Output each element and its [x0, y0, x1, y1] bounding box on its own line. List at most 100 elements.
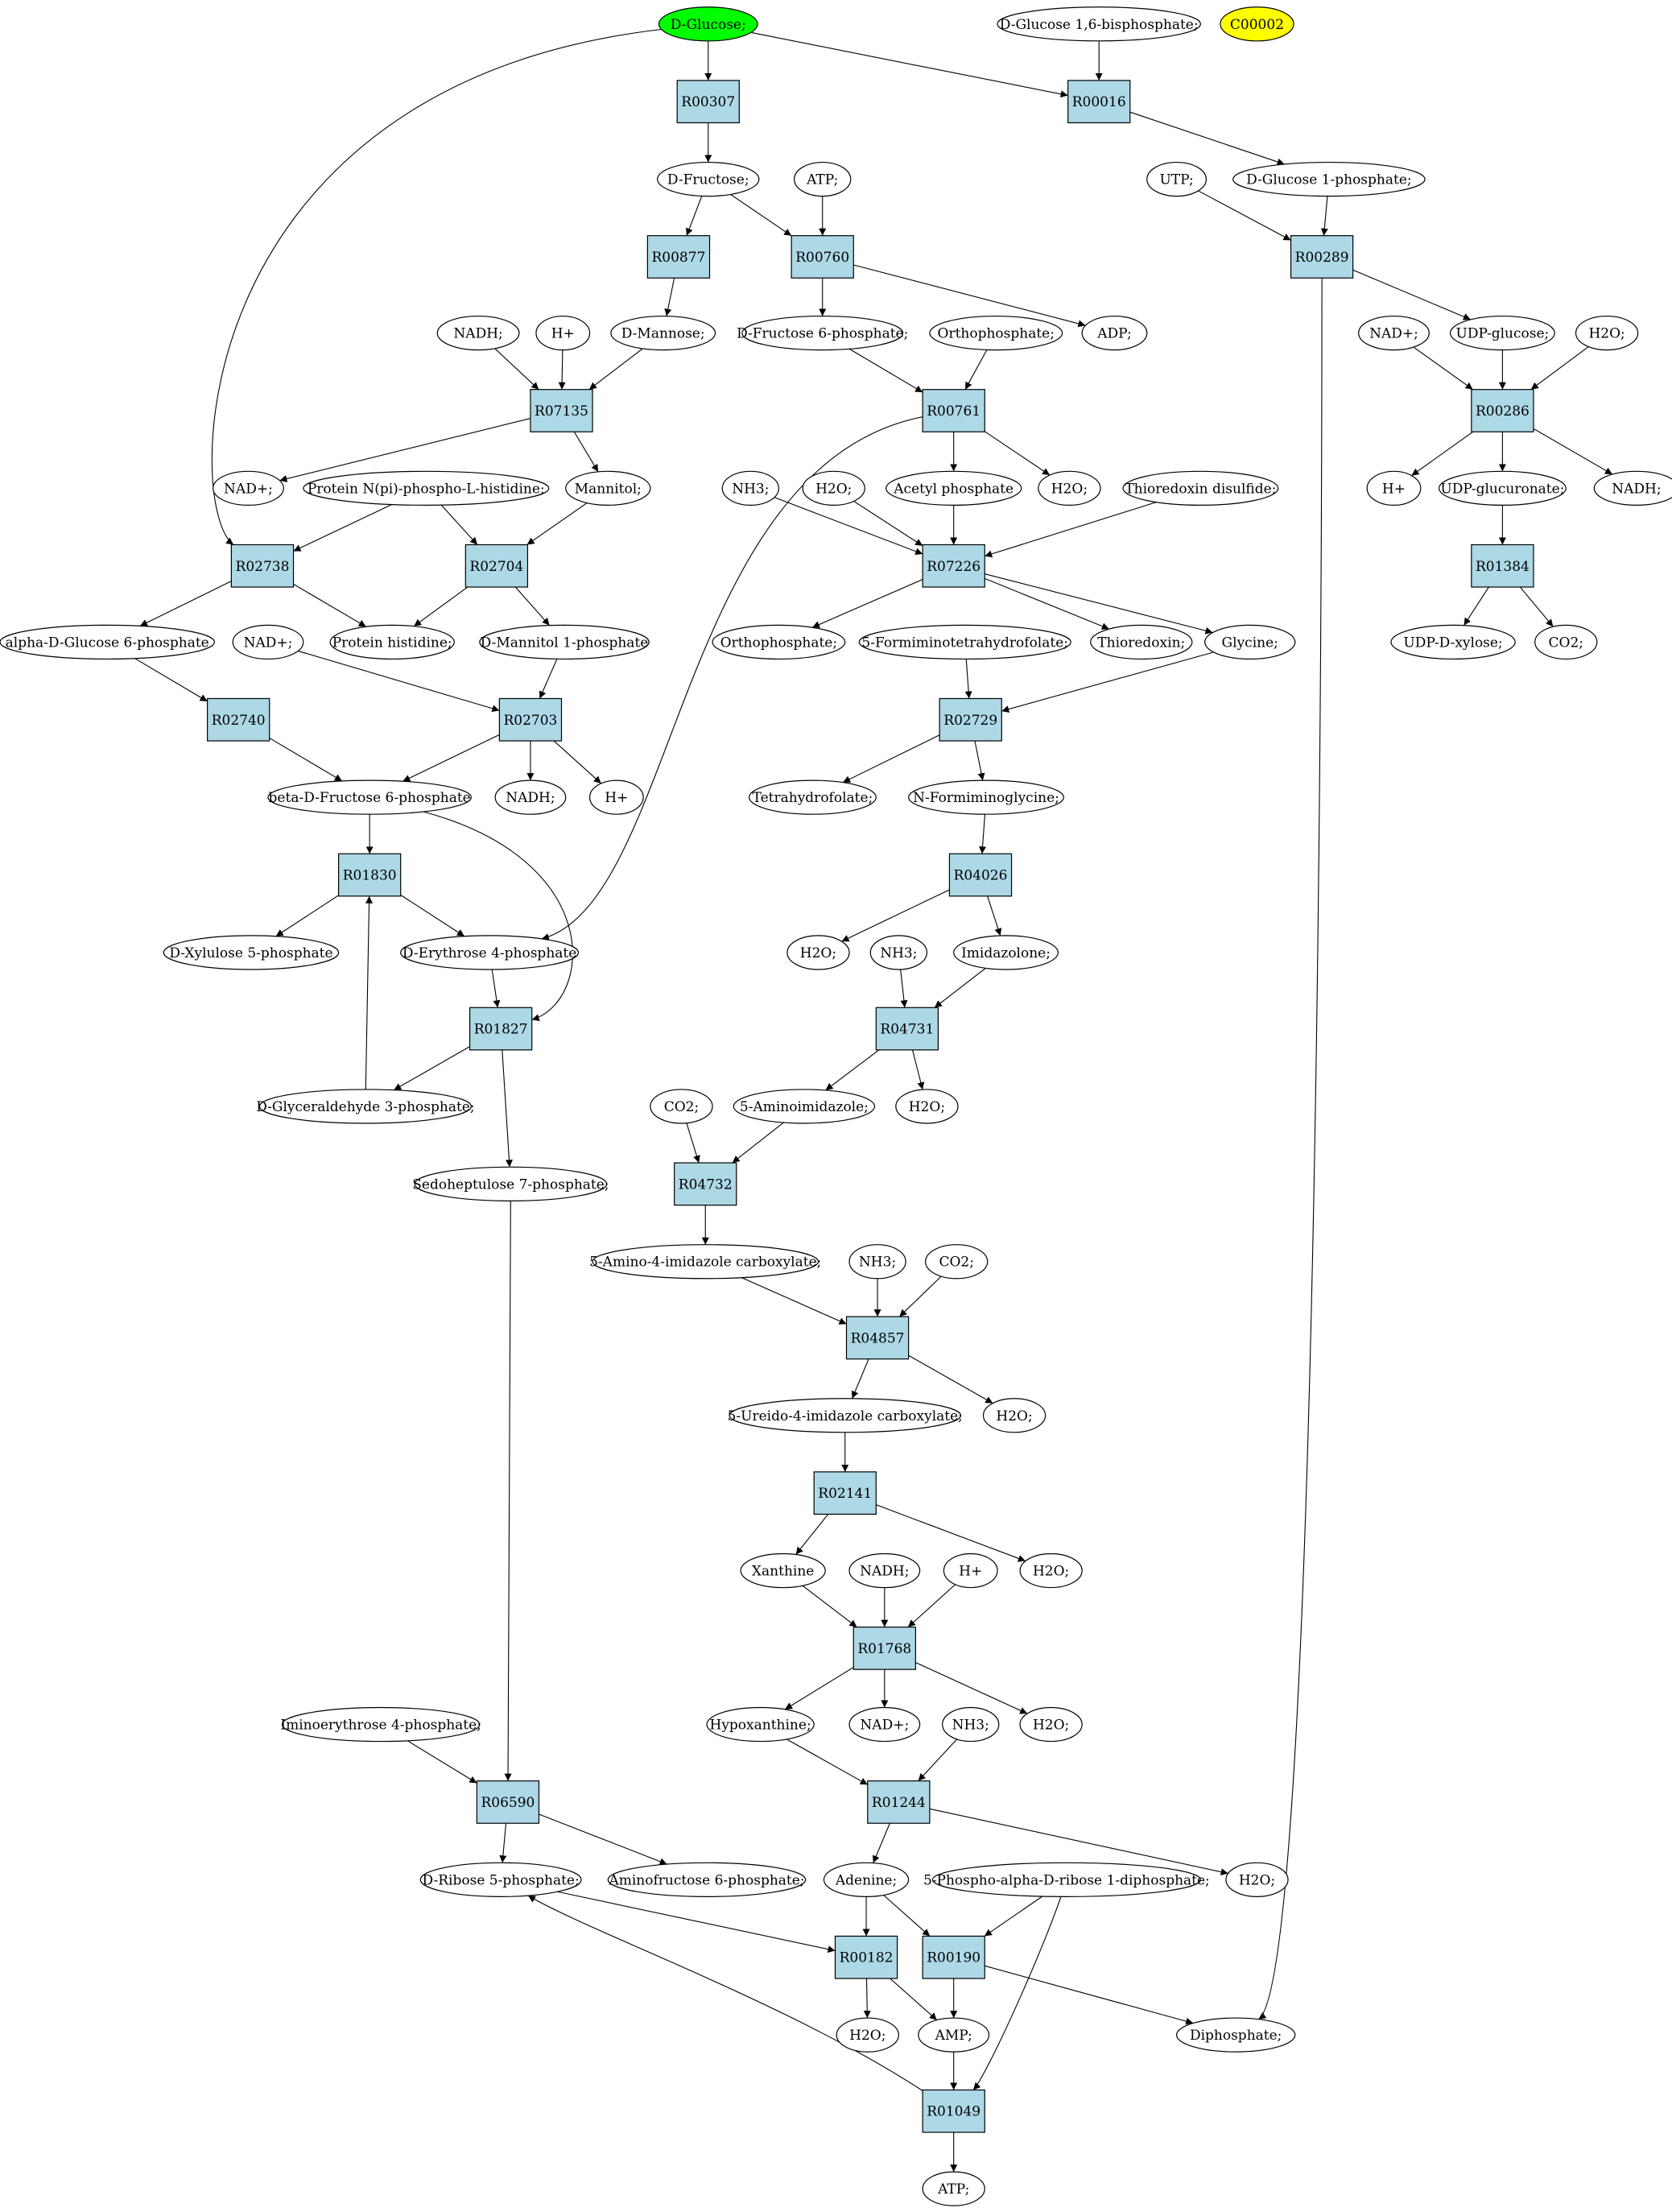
reaction-node-R01244[interactable]: R01244 [867, 1780, 931, 1824]
reaction-node-R00761[interactable]: R00761 [922, 389, 985, 432]
compound-node-man[interactable]: D-Mannose; [610, 315, 716, 351]
compound-node-pi1[interactable]: Orthophosphate; [929, 315, 1063, 351]
reaction-node-R02738[interactable]: R02738 [230, 544, 295, 588]
reaction-node-R04732[interactable]: R04732 [674, 1162, 737, 1206]
reaction-node-R07135[interactable]: R07135 [530, 389, 593, 432]
compound-node-hplus3[interactable]: H+ [588, 779, 644, 815]
compound-node-bf6p[interactable]: beta-D-Fructose 6-phosphate [267, 779, 472, 815]
reaction-node-R06590[interactable]: R06590 [476, 1780, 540, 1824]
reaction-node-R00760[interactable]: R00760 [791, 235, 854, 279]
compound-node-trx[interactable]: Thioredoxin; [1090, 624, 1193, 660]
reaction-node-R00182[interactable]: R00182 [834, 1935, 898, 1979]
compound-node-udpglc[interactable]: UDP-glucose; [1449, 315, 1555, 351]
compound-node-atp1[interactable]: ATP; [794, 161, 852, 197]
reaction-node-R01768[interactable]: R01768 [853, 1627, 916, 1670]
compound-node-trxss[interactable]: Thioredoxin disulfide; [1122, 470, 1279, 506]
compound-node-glc16bp[interactable]: D-Glucose 1,6-bisphosphate; [997, 6, 1201, 42]
reaction-node-R02729[interactable]: R02729 [939, 697, 1002, 742]
compound-node-h2o7[interactable]: H2O; [1019, 1553, 1083, 1589]
compound-node-prpp[interactable]: 5-Phospho-alpha-D-ribose 1-diphosphate; [923, 1862, 1210, 1897]
compound-node-co2_1[interactable]: CO2; [1534, 624, 1598, 660]
reaction-node-R00307[interactable]: R00307 [676, 80, 740, 124]
reaction-node-R00289[interactable]: R00289 [1290, 235, 1354, 279]
compound-node-h2o8[interactable]: H2O; [1019, 1706, 1083, 1743]
compound-node-fthf[interactable]: 5-Formiminotetrahydrofolate; [858, 624, 1071, 660]
compound-node-h2o9[interactable]: H2O; [1225, 1862, 1289, 1897]
compound-node-nadp4[interactable]: NAD+; [848, 1706, 921, 1743]
compound-node-uic[interactable]: 5-Ureido-4-imidazole carboxylate; [728, 1398, 963, 1433]
compound-node-nadp1[interactable]: NAD+; [1358, 315, 1430, 351]
compound-node-xu5p[interactable]: D-Xylulose 5-phosphate [163, 935, 340, 970]
compound-node-udpglcur[interactable]: UDP-glucuronate; [1438, 470, 1567, 506]
reaction-node-R01830[interactable]: R01830 [338, 853, 402, 897]
reaction-node-R07226[interactable]: R07226 [922, 544, 985, 588]
compound-node-adp[interactable]: ADP; [1081, 315, 1148, 351]
compound-node-h2o3[interactable]: H2O; [1038, 470, 1101, 506]
compound-node-h2o2[interactable]: H2O; [802, 470, 865, 506]
compound-node-nadh4[interactable]: NADH; [848, 1553, 921, 1589]
compound-node-acp[interactable]: Acetyl phosphate [885, 470, 1022, 506]
compound-node-h2o10[interactable]: H2O; [836, 2017, 899, 2053]
reaction-node-R01049[interactable]: R01049 [922, 2089, 985, 2133]
compound-node-fru[interactable]: D-Fructose; [657, 161, 760, 197]
reaction-node-R01827[interactable]: R01827 [469, 1007, 533, 1051]
reaction-node-R04731[interactable]: R04731 [875, 1007, 939, 1051]
reaction-node-R00190[interactable]: R00190 [922, 1935, 985, 1979]
compound-node-nadh1[interactable]: NADH; [436, 315, 520, 351]
compound-node-xan[interactable]: Xanthine [740, 1553, 826, 1589]
compound-node-aica[interactable]: 5-Amino-4-imidazole carboxylate; [589, 1244, 821, 1280]
reaction-node-R01384[interactable]: R01384 [1471, 544, 1534, 588]
compound-node-h2o1[interactable]: H2O; [1575, 315, 1639, 351]
compound-node-hplus4[interactable]: H+ [943, 1553, 998, 1589]
compound-node-e4p[interactable]: D-Erythrose 4-phosphate [400, 935, 580, 970]
compound-node-glc[interactable]: D-Glucose; [658, 6, 758, 42]
compound-node-utp[interactable]: UTP; [1146, 161, 1207, 197]
compound-node-af6p[interactable]: Aminofructose 6-phosphate; [607, 1862, 807, 1897]
compound-node-hplus2[interactable]: H+ [1366, 470, 1422, 506]
compound-node-udpxyl[interactable]: UDP-D-xylose; [1390, 624, 1516, 660]
compound-node-amp[interactable]: AMP; [918, 2017, 990, 2053]
reaction-node-R02703[interactable]: R02703 [498, 697, 563, 742]
compound-node-hplus1[interactable]: H+ [535, 315, 591, 351]
reaction-node-R00877[interactable]: R00877 [646, 235, 711, 279]
reaction-node-R00286[interactable]: R00286 [1471, 389, 1534, 432]
compound-node-r5p[interactable]: D-Ribose 5-phosphate; [419, 1862, 582, 1897]
compound-node-pi2[interactable]: Orthophosphate; [712, 624, 846, 660]
compound-node-ga3p[interactable]: D-Glyceraldehyde 3-phosphate; [256, 1089, 475, 1124]
reaction-node-R02740[interactable]: R02740 [207, 697, 270, 742]
compound-node-s7p[interactable]: Sedoheptulose 7-phosphate; [412, 1166, 609, 1201]
compound-node-h2o6[interactable]: H2O; [982, 1398, 1047, 1433]
compound-node-nadp3[interactable]: NAD+; [232, 624, 304, 660]
compound-node-thf[interactable]: Tetrahydrofolate; [748, 779, 877, 815]
compound-node-nh3_4[interactable]: NH3; [942, 1706, 1000, 1743]
compound-node-h2o4[interactable]: H2O; [786, 935, 850, 970]
compound-node-nadh2[interactable]: NADH; [1593, 470, 1672, 506]
compound-node-nh3_3[interactable]: NH3; [848, 1244, 906, 1280]
compound-node-c00002[interactable]: C00002 [1220, 6, 1294, 42]
compound-node-ie4p[interactable]: Iminoerythrose 4-phosphate; [280, 1706, 481, 1743]
reaction-node-R00016[interactable]: R00016 [1067, 80, 1131, 124]
compound-node-ppi[interactable]: Diphosphate; [1175, 2017, 1296, 2053]
compound-node-co2_3[interactable]: CO2; [925, 1244, 989, 1280]
compound-node-ag6p[interactable]: alpha-D-Glucose 6-phosphate [0, 624, 215, 660]
compound-node-prothis[interactable]: Protein histidine; [329, 624, 455, 660]
compound-node-aimz[interactable]: 5-Aminoimidazole; [733, 1089, 876, 1124]
compound-node-fgly[interactable]: N-Formiminoglycine; [908, 779, 1064, 815]
reaction-node-R02704[interactable]: R02704 [464, 544, 529, 588]
reaction-node-R04026[interactable]: R04026 [948, 853, 1013, 897]
compound-node-atp2[interactable]: ATP; [922, 2171, 985, 2206]
compound-node-ade[interactable]: Adenine; [823, 1862, 910, 1897]
compound-node-hyp[interactable]: Hypoxanthine; [706, 1706, 815, 1743]
compound-node-f6p[interactable]: D-Fructose 6-phosphate; [737, 315, 908, 351]
compound-node-mannitol[interactable]: Mannitol; [565, 470, 651, 506]
compound-node-nadp2[interactable]: NAD+; [213, 470, 284, 506]
reaction-node-R04857[interactable]: R04857 [845, 1316, 910, 1360]
reaction-node-R02141[interactable]: R02141 [813, 1471, 877, 1515]
compound-node-g1p[interactable]: D-Glucose 1-phosphate; [1232, 161, 1426, 197]
compound-node-gly[interactable]: Glycine; [1204, 624, 1296, 660]
compound-node-m1p[interactable]: D-Mannitol 1-phosphate [479, 624, 650, 660]
compound-node-nh3_1[interactable]: NH3; [721, 470, 779, 506]
compound-node-imz[interactable]: Imidazolone; [953, 935, 1059, 970]
compound-node-h2o5[interactable]: H2O; [895, 1089, 959, 1124]
compound-node-prothisp[interactable]: Protein N(pi)-phospho-L-histidine; [303, 470, 550, 506]
